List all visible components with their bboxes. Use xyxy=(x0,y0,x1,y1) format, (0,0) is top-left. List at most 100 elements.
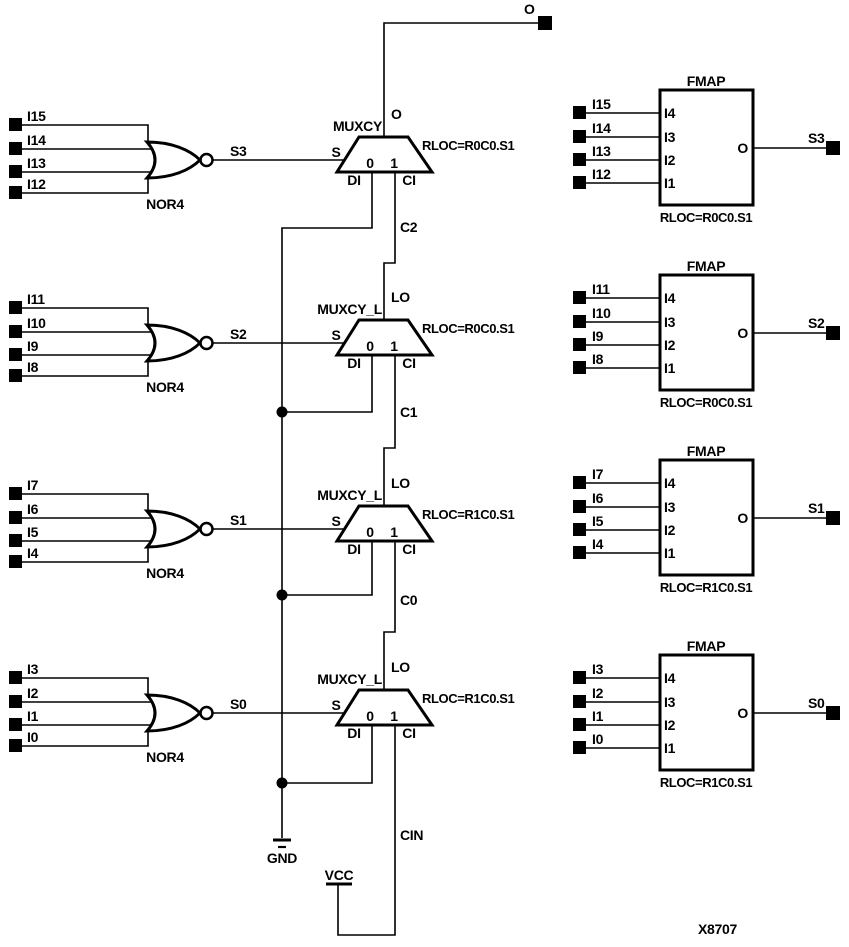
gate-type-label: NOR4 xyxy=(146,196,184,212)
fmap-pin-label: I1 xyxy=(664,740,676,756)
input-pin xyxy=(9,118,22,131)
gnd-symbol: GND xyxy=(267,838,298,866)
fmap-block-s2: FMAP I11 I10 I9 I8 I4 I3 I2 I1 O S2 RLOC… xyxy=(573,258,840,410)
mux-di-label: DI xyxy=(347,725,360,741)
output-pin xyxy=(826,511,840,525)
net-label: S2 xyxy=(808,315,825,331)
input-label: I11 xyxy=(592,281,610,297)
input-label: I0 xyxy=(27,729,39,745)
input-pin xyxy=(573,361,586,374)
output-pin xyxy=(826,141,840,155)
carry-chain: O C2 C1 C0 CIN GND VCC xyxy=(267,1,552,936)
input-pin xyxy=(9,325,22,338)
fmap-box xyxy=(658,653,755,772)
input-pin xyxy=(573,523,586,536)
input-label: I7 xyxy=(592,466,604,482)
mux-di-label: DI xyxy=(347,172,360,188)
fmap-pin-label: I2 xyxy=(664,337,676,353)
input-label: I13 xyxy=(592,143,611,159)
input-pin xyxy=(9,348,22,361)
nor-gate-body xyxy=(143,140,203,180)
gate-type-label: NOR4 xyxy=(146,565,184,581)
input-label: I3 xyxy=(27,661,39,677)
mux-sel0-label: 0 xyxy=(366,524,374,540)
mux-ci-label: CI xyxy=(402,541,415,557)
mux-sel1-label: 1 xyxy=(390,338,398,354)
input-pin xyxy=(573,176,586,189)
fmap-box xyxy=(658,458,755,577)
input-label: I6 xyxy=(592,490,604,506)
mux-di-label: DI xyxy=(347,541,360,557)
input-label: I6 xyxy=(27,501,39,517)
mux-sel0-label: 0 xyxy=(366,155,374,171)
input-pin xyxy=(573,500,586,513)
fmap-rloc-label: RLOC=R0C0.S1 xyxy=(660,395,753,410)
input-pin xyxy=(573,546,586,559)
input-label: I3 xyxy=(592,661,604,677)
mux-rloc-label: RLOC=R0C0.S1 xyxy=(422,321,515,336)
mux-ci-label: CI xyxy=(402,725,415,741)
invert-bubble xyxy=(199,152,214,168)
mux-rloc-label: RLOC=R1C0.S1 xyxy=(422,691,515,706)
input-label: I9 xyxy=(27,338,39,354)
mux-sel1-label: 1 xyxy=(390,524,398,540)
nor4-gate-s1: I7 I6 I5 I4 NOR4 S1 xyxy=(9,477,345,581)
invert-bubble xyxy=(199,705,214,721)
mux-ci-label: CI xyxy=(402,172,415,188)
input-pin xyxy=(9,511,22,524)
nor4-gate-s0: I3 I2 I1 I0 NOR4 S0 xyxy=(9,661,345,765)
fmap-box xyxy=(658,88,755,207)
fmap-pin-label: I4 xyxy=(664,670,676,686)
mux-rloc-label: RLOC=R1C0.S1 xyxy=(422,507,515,522)
junction-dot xyxy=(276,589,288,601)
net-label: S0 xyxy=(230,696,247,712)
input-pin xyxy=(573,130,586,143)
fmap-pin-label: I3 xyxy=(664,129,676,145)
net-label: S1 xyxy=(808,500,825,516)
fmap-out-pin-label: O xyxy=(737,705,748,721)
fmap-rloc-label: RLOC=R1C0.S1 xyxy=(660,775,753,790)
fmap-pin-label: I3 xyxy=(664,314,676,330)
input-label: I13 xyxy=(27,155,46,171)
fmap-pin-label: I4 xyxy=(664,475,676,491)
fmap-title: FMAP xyxy=(687,443,725,459)
mux-sel0-label: 0 xyxy=(366,708,374,724)
nor-gate-body xyxy=(143,693,203,733)
input-pin xyxy=(573,718,586,731)
row-wiring xyxy=(586,482,826,554)
fmap-pin-label: I2 xyxy=(664,152,676,168)
input-label: I4 xyxy=(27,545,39,561)
nor4-gate-s2: I11 I10 I9 I8 NOR4 S2 xyxy=(9,291,345,395)
fmap-title: FMAP xyxy=(687,73,725,89)
muxcy-trapezoid xyxy=(334,504,435,543)
input-pin xyxy=(573,671,586,684)
muxcy-symbol-s2: S MUXCY_L LO RLOC=R0C0.S1 0 1 DI CI xyxy=(317,289,515,371)
mux-type-label: MUXCY_L xyxy=(317,671,383,687)
input-label: I1 xyxy=(27,708,39,724)
input-pin xyxy=(9,165,22,178)
input-label: I9 xyxy=(592,328,604,344)
mux-ci-label: CI xyxy=(402,355,415,371)
mux-out-label: LO xyxy=(391,289,410,305)
fmap-block-s0: FMAP I3 I2 I1 I0 I4 I3 I2 I1 O S0 RLOC=R… xyxy=(573,638,840,790)
row-s2: I11 I10 I9 I8 NOR4 S2 S MUXCY_L LO RLOC=… xyxy=(9,258,840,410)
input-pin xyxy=(9,695,22,708)
fmap-pin-label: I4 xyxy=(664,105,676,121)
nor-gate-body xyxy=(143,323,203,363)
muxcy-trapezoid xyxy=(334,688,435,727)
input-pin xyxy=(9,487,22,500)
row-wiring xyxy=(586,297,826,369)
mux-di-label: DI xyxy=(347,355,360,371)
input-label: I10 xyxy=(27,315,46,331)
input-label: I4 xyxy=(592,536,604,552)
row-wiring xyxy=(22,677,345,747)
fmap-title: FMAP xyxy=(687,258,725,274)
junction-dot xyxy=(276,406,288,418)
input-label: I14 xyxy=(592,120,611,136)
fmap-pin-label: I1 xyxy=(664,545,676,561)
mux-sel0-label: 0 xyxy=(366,338,374,354)
fmap-title: FMAP xyxy=(687,638,725,654)
input-label: I7 xyxy=(27,477,39,493)
mux-sel1-label: 1 xyxy=(390,155,398,171)
